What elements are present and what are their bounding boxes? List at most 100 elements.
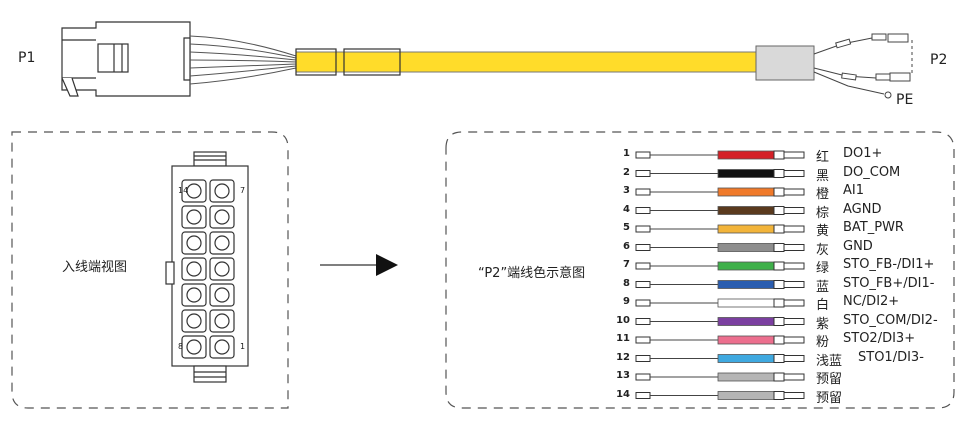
cable-band-1 (295, 48, 337, 76)
wire-signal-name: STO1/DI3- (858, 349, 924, 365)
wire-pin-end (783, 355, 805, 362)
wire-pin-end (783, 207, 805, 214)
wire-row: 14 预留 (600, 388, 970, 406)
wire-pin-end (783, 151, 805, 159)
wire-pin-end (783, 373, 805, 381)
pin-contact (214, 183, 230, 199)
wire-color-name: 红 (816, 150, 830, 165)
wire-pin-end (783, 244, 805, 251)
pin-cavity (209, 335, 235, 359)
wire-color-name: 预留 (816, 390, 843, 406)
wire-row: 9 白 NC/DI2+ (600, 294, 970, 313)
pin-cavity (181, 179, 207, 203)
pin-cavity (181, 205, 207, 229)
wire-pin-number: 13 (616, 370, 630, 381)
pin-cavity (209, 309, 235, 333)
wire-pin-end (783, 188, 805, 196)
wire-signal-name: AGND (843, 201, 882, 217)
wire-pin-end (783, 281, 805, 288)
wire-pin-number: 2 (623, 166, 630, 178)
pin-contact (214, 287, 230, 303)
wire-pin-number: 7 (623, 259, 630, 270)
wire-color-name: 蓝 (816, 279, 830, 295)
pin-contact (214, 261, 230, 277)
pin-cavity (181, 283, 207, 307)
pe-label: PE (896, 92, 914, 108)
wire-signal-name: STO_FB-/DI1+ (843, 257, 935, 272)
wire-color-name: 绿 (816, 261, 830, 276)
wire-pin-end (783, 262, 805, 270)
wire-color-name: 浅蓝 (816, 353, 843, 369)
wire-color-name: 橙 (816, 187, 830, 202)
wire-signal-name: STO_COM/DI2- (843, 312, 938, 328)
arrow-right-icon (320, 254, 398, 276)
connector-pin-grid (181, 179, 235, 359)
wire-pin-end (783, 299, 805, 307)
pin-cavity (181, 309, 207, 333)
wire-pin-end (783, 225, 805, 233)
cable-band-2 (343, 48, 401, 76)
wire-table-title: “P2”端线色示意图 (478, 266, 586, 281)
pin-contact (186, 261, 202, 277)
wire-signal-name: AI1 (843, 183, 864, 198)
pin-contact (186, 209, 202, 225)
pin-contact (186, 235, 202, 251)
pin-label-bottom-left: 8 (178, 342, 184, 351)
wire-signal-name: DO_COM (843, 164, 901, 180)
wire-pin-number: 11 (616, 333, 630, 344)
connector-view-title: 入线端视图 (62, 260, 128, 275)
wire-pin-number: 3 (623, 185, 630, 196)
p1-wire-fan (189, 35, 297, 85)
pin-contact (214, 339, 230, 355)
wire-signal-name: NC/DI2+ (843, 294, 900, 309)
wire-color-name: 白 (816, 298, 830, 313)
wire-pin-end (783, 336, 805, 344)
wire-signal-name: STO2/DI3+ (843, 331, 916, 346)
pin-cavity (209, 283, 235, 307)
p2-wire-ends (813, 33, 913, 99)
wire-row: 10 紫 STO_COM/DI2- (600, 312, 970, 332)
wire-pin-end (783, 318, 805, 325)
pin-contact (186, 183, 202, 199)
wire-row: 7 绿 STO_FB-/DI1+ (600, 257, 970, 276)
pin-cavity (181, 335, 207, 359)
wire-graphics (635, 150, 805, 400)
wire-color-name: 棕 (816, 205, 830, 221)
wire-pin-number: 9 (623, 296, 630, 307)
wire-color-name: 灰 (816, 242, 830, 258)
pin-contact (214, 235, 230, 251)
wire-pin-number: 5 (623, 222, 630, 233)
p2-label: P2 (930, 52, 948, 68)
wire-pin-number: 8 (623, 277, 630, 289)
pin-cavity (209, 257, 235, 281)
pin-contact (186, 339, 202, 355)
pin-contact (186, 313, 202, 329)
heat-shrink (755, 45, 815, 81)
pin-cavity (209, 179, 235, 203)
wire-color-name: 黑 (816, 168, 830, 184)
wire-signal-name: BAT_PWR (843, 220, 904, 235)
wire-color-name: 紫 (816, 316, 830, 332)
wire-row: 5 黄 BAT_PWR (600, 220, 970, 239)
wire-signal-name: STO_FB+/DI1- (843, 275, 935, 291)
pin-contact (214, 313, 230, 329)
p1-label: P1 (18, 50, 36, 66)
wire-row: 2 黑 DO_COM (600, 164, 970, 184)
pin-label-top-right: 7 (240, 186, 246, 195)
pin-cavity (209, 205, 235, 229)
wire-pin-number: 14 (616, 388, 630, 400)
pin-contact (186, 287, 202, 303)
wire-pin-end (783, 392, 805, 399)
wire-pin-number: 1 (623, 148, 630, 159)
wire-color-name: 黄 (816, 224, 830, 239)
wire-pin-number: 10 (616, 314, 630, 326)
right-dashed-panel (445, 131, 955, 409)
wire-pin-end (783, 170, 805, 177)
